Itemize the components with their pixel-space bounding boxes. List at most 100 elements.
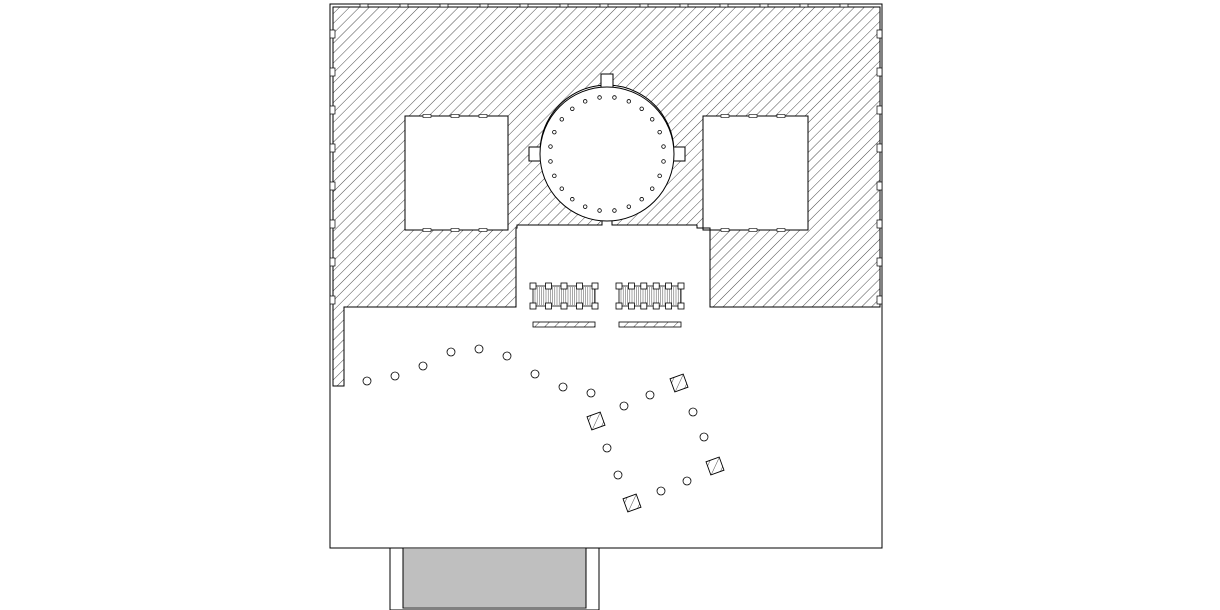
colonnade-pier	[560, 282, 568, 290]
colonnade-pier	[560, 302, 568, 310]
wall-pilaster	[519, 3, 529, 8]
wall-pilaster	[876, 105, 883, 115]
colonnade-pier	[576, 302, 583, 310]
square-pier	[622, 493, 642, 513]
wall-pilaster	[329, 219, 336, 229]
rotunda-column	[582, 99, 588, 104]
wall-pilaster	[759, 3, 769, 8]
wall-pilaster	[720, 114, 730, 118]
wall-pilaster	[399, 3, 409, 8]
rotunda-column	[570, 197, 575, 202]
rotunda-column	[548, 159, 553, 164]
wall-pilasters	[329, 3, 883, 305]
wall-pilaster	[479, 3, 489, 8]
wall-pilaster	[799, 3, 809, 8]
colonnade-pier	[677, 282, 685, 290]
wall-pilaster	[876, 295, 883, 305]
courtyard-column	[558, 382, 568, 392]
square-pier	[586, 411, 606, 431]
rotunda-column	[661, 159, 666, 164]
rotunda-column	[650, 117, 655, 122]
square-pier-body	[622, 493, 642, 513]
wall-pilaster	[478, 114, 488, 118]
wall-pilaster	[876, 181, 883, 191]
courtyard-column	[619, 401, 629, 411]
rotunda-column	[559, 117, 564, 122]
rotunda-column	[570, 106, 575, 111]
colonnade-pier	[652, 302, 660, 310]
rotunda-column	[626, 204, 632, 209]
colonnade-pier	[529, 302, 537, 310]
colonnade-block	[618, 285, 682, 307]
courtyard-column	[446, 347, 456, 357]
wall-pilaster	[876, 29, 883, 39]
wall-pilaster	[776, 114, 786, 118]
rotunda-column	[626, 99, 632, 104]
colonnade-threshold	[532, 321, 596, 328]
courtyard-column	[362, 376, 372, 386]
rotunda-column	[612, 95, 617, 100]
wall-pilaster	[876, 219, 883, 229]
rotunda-column	[657, 173, 662, 179]
wall-pilaster	[329, 257, 336, 267]
wall-pilaster	[329, 29, 336, 39]
rotunda-column	[582, 204, 588, 209]
wall-pilaster	[720, 228, 730, 232]
courtyard-columns	[362, 344, 709, 496]
wall-pilaster	[329, 105, 336, 115]
courtyard-column	[656, 486, 666, 496]
courtyard-column	[530, 369, 540, 379]
courtyard-column	[602, 443, 612, 453]
square-pier	[705, 456, 725, 476]
rotunda	[539, 86, 675, 222]
courtyard-column	[613, 470, 623, 480]
wall-pilaster	[329, 143, 336, 153]
wall-pilaster	[329, 295, 336, 305]
wall-pilaster	[359, 3, 369, 8]
colonnade-pier	[665, 302, 672, 310]
colonnade-pier	[545, 302, 552, 310]
colonnade-pier	[529, 282, 537, 290]
square-pier	[669, 373, 689, 393]
rotunda-column	[612, 208, 617, 213]
colonnade-pier	[615, 302, 623, 310]
rotunda-columns	[548, 95, 666, 213]
rotunda-column	[552, 173, 557, 179]
wall-pilaster	[478, 228, 488, 232]
courtyard-column	[699, 432, 709, 442]
colonnade-pier	[545, 282, 552, 290]
wall-pilaster	[599, 3, 609, 8]
square-pier-body	[669, 373, 689, 393]
courtyard-column	[682, 476, 692, 486]
wall-pilaster	[748, 228, 758, 232]
colonnade-pier	[640, 302, 648, 310]
wall-pilaster	[719, 3, 729, 8]
courtyard-column	[688, 407, 698, 417]
wall-pilaster	[450, 114, 460, 118]
wall-pilaster	[450, 228, 460, 232]
colonnade-pier	[677, 302, 685, 310]
square-pier-body	[705, 456, 725, 476]
colonnade-pier	[628, 282, 635, 290]
wall-pilaster	[839, 3, 849, 8]
colonnade-pier	[591, 282, 599, 290]
stair-treads	[403, 549, 586, 607]
rotunda-column	[552, 129, 557, 135]
wall-pilaster	[329, 181, 336, 191]
rotunda-column	[597, 95, 602, 100]
rotunda-column	[639, 106, 644, 111]
rotunda-column	[650, 186, 655, 191]
colonnade-pier	[652, 282, 660, 290]
wall-pilaster	[876, 257, 883, 267]
wall-pilaster	[422, 114, 432, 118]
colonnade	[529, 282, 685, 328]
square-piers	[586, 373, 725, 513]
colonnade-pier	[576, 282, 583, 290]
wall-pilaster	[876, 67, 883, 77]
wall-pilaster	[639, 3, 649, 8]
wall-pilaster	[439, 3, 449, 8]
wall-pilaster	[876, 143, 883, 153]
wall-pilaster	[776, 228, 786, 232]
rotunda-column	[559, 186, 564, 191]
wall-pilaster	[679, 3, 689, 8]
